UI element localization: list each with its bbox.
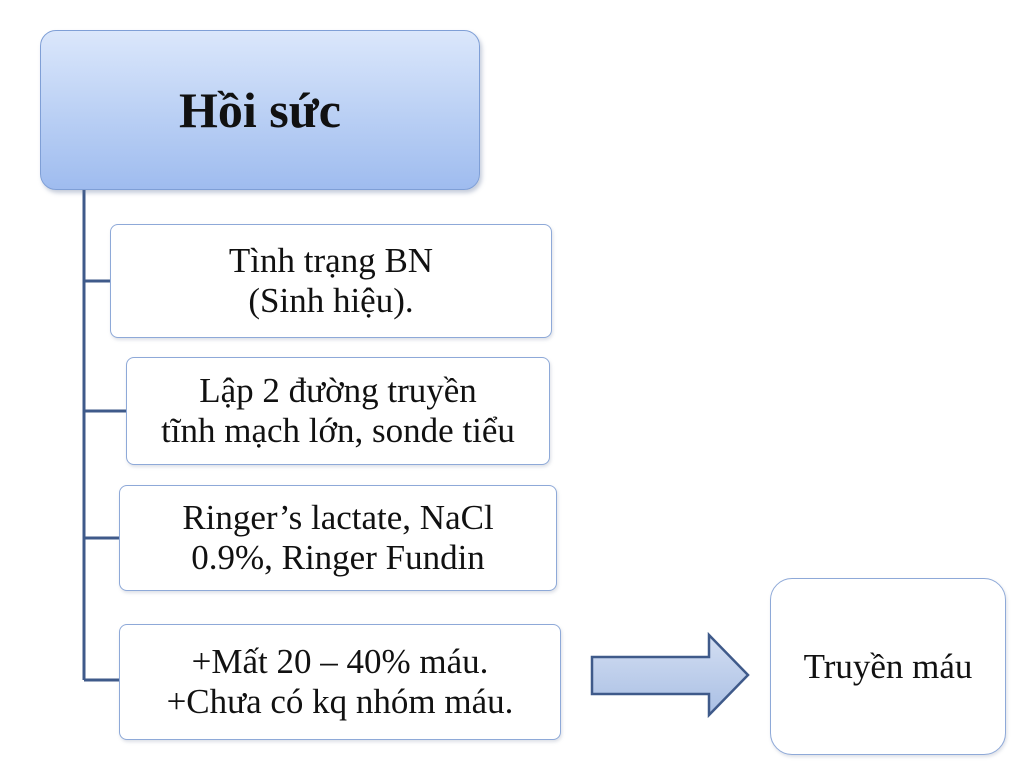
step-text-line: Ringer’s lactate, NaCl — [182, 498, 494, 537]
step-text-line: +Mất 20 – 40% máu. — [191, 642, 489, 681]
result-text: Truyền máu — [803, 646, 973, 686]
step-box-patient-status: Tình trạng BN (Sinh hiệu). — [110, 224, 552, 338]
step-text-line: Lập 2 đường truyền — [199, 371, 477, 410]
step-box-fluids: Ringer’s lactate, NaCl 0.9%, Ringer Fund… — [119, 485, 557, 591]
right-arrow-icon — [590, 631, 750, 719]
step-text-line: tĩnh mạch lớn, sonde tiểu — [161, 411, 515, 450]
step-text-line: (Sinh hiệu). — [248, 281, 414, 320]
result-box-transfusion: Truyền máu — [770, 578, 1006, 755]
step-text-line: Tình trạng BN — [228, 241, 434, 280]
step-text-line: +Chưa có kq nhóm máu. — [166, 682, 514, 721]
step-box-blood-loss: +Mất 20 – 40% máu. +Chưa có kq nhóm máu. — [119, 624, 561, 740]
diagram-title: Hồi sức — [179, 82, 341, 138]
step-text-line: 0.9%, Ringer Fundin — [191, 538, 485, 577]
step-box-iv-access: Lập 2 đường truyền tĩnh mạch lớn, sonde … — [126, 357, 550, 465]
title-box: Hồi sức — [40, 30, 480, 190]
